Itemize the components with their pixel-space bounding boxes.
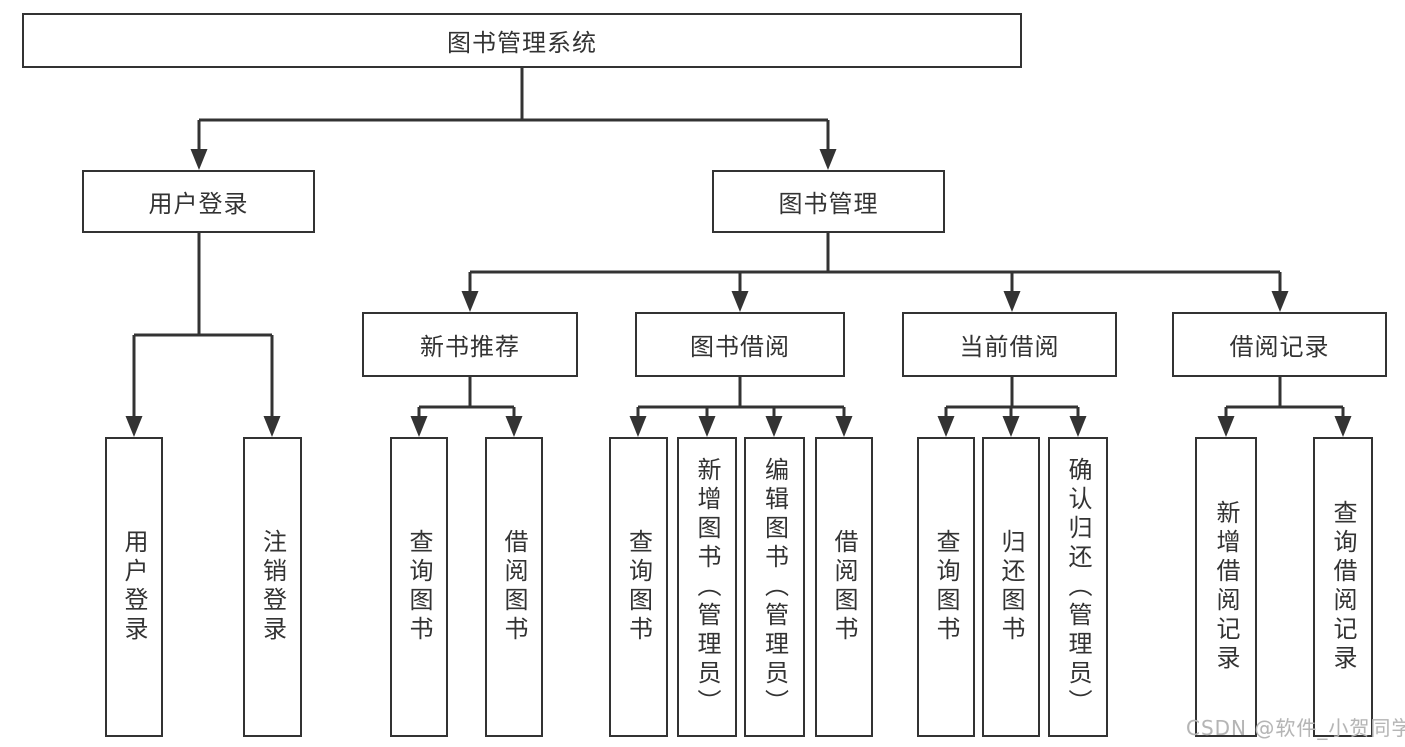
arrowhead-down-icon xyxy=(1217,416,1235,437)
leaf-return-books: 归还图书 xyxy=(982,437,1040,737)
arrowhead-down-icon xyxy=(1002,416,1020,437)
leaf-query-borrow-record: 查询借阅记录 xyxy=(1313,437,1373,737)
arrowhead-down-icon xyxy=(1334,416,1352,437)
arrowhead-down-icon xyxy=(835,416,853,437)
leaf-edit-book-admin: 编辑图书（管理员） xyxy=(744,437,805,737)
connector-borrow-to-leaves xyxy=(629,377,853,437)
arrowhead-down-icon xyxy=(461,291,479,312)
arrowhead-down-icon xyxy=(765,416,783,437)
connector-current-to-leaves xyxy=(937,377,1087,437)
leaf-query-books: 查询图书 xyxy=(917,437,975,737)
arrowhead-down-icon xyxy=(937,416,955,437)
leaf-query-books: 查询图书 xyxy=(609,437,668,737)
node-borrow-records: 借阅记录 xyxy=(1172,312,1387,377)
arrowhead-down-icon xyxy=(505,416,523,437)
arrowhead-down-icon xyxy=(629,416,647,437)
leaf-logout: 注销登录 xyxy=(243,437,302,737)
leaf-add-book-admin: 新增图书（管理员） xyxy=(677,437,737,737)
connector-root-to-level2 xyxy=(190,68,837,170)
arrowhead-down-icon xyxy=(731,291,749,312)
connector-recommend-to-leaves xyxy=(410,377,523,437)
node-root-system: 图书管理系统 xyxy=(22,13,1022,68)
leaf-confirm-return-admin: 确认归还（管理员） xyxy=(1048,437,1108,737)
arrowhead-down-icon xyxy=(125,416,143,437)
leaf-borrow-books: 借阅图书 xyxy=(485,437,543,737)
leaf-borrow-books: 借阅图书 xyxy=(815,437,873,737)
leaf-user-login: 用户登录 xyxy=(105,437,163,737)
node-current-borrow: 当前借阅 xyxy=(902,312,1117,377)
arrowhead-down-icon xyxy=(263,416,281,437)
node-book-borrow: 图书借阅 xyxy=(635,312,845,377)
arrowhead-down-icon xyxy=(190,149,208,170)
csdn-watermark: CSDN @软件_小贺同学 xyxy=(1186,716,1405,740)
arrowhead-down-icon xyxy=(1069,416,1087,437)
node-book-management: 图书管理 xyxy=(712,170,945,233)
arrowhead-down-icon xyxy=(698,416,716,437)
leaf-add-borrow-record: 新增借阅记录 xyxy=(1195,437,1257,737)
leaf-query-books: 查询图书 xyxy=(390,437,448,737)
node-new-book-recommend: 新书推荐 xyxy=(362,312,578,377)
arrowhead-down-icon xyxy=(819,149,837,170)
connector-user-to-leaves xyxy=(125,233,281,437)
arrowhead-down-icon xyxy=(410,416,428,437)
connector-mgmt-to-level3 xyxy=(461,233,1289,312)
node-user-login: 用户登录 xyxy=(82,170,315,233)
arrowhead-down-icon xyxy=(1003,291,1021,312)
connector-records-to-leaves xyxy=(1217,377,1352,437)
arrowhead-down-icon xyxy=(1271,291,1289,312)
